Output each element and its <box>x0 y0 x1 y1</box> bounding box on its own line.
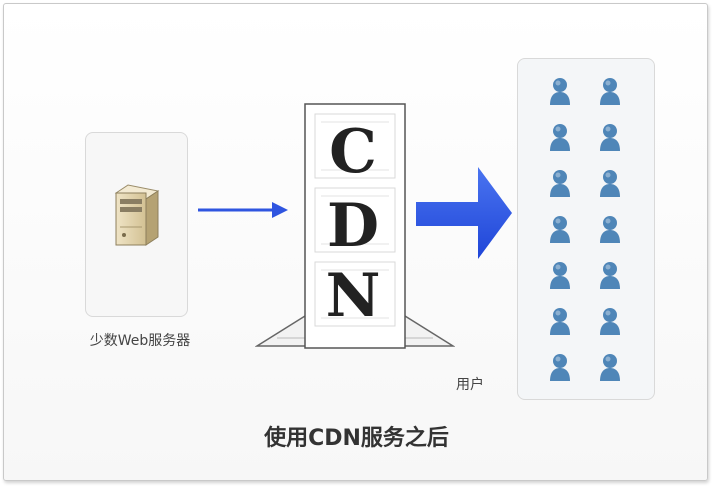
cdn-letter-d: D <box>326 191 380 261</box>
user-icon <box>600 170 620 197</box>
user-icon <box>550 124 570 151</box>
arrow-cdn-to-users <box>416 167 512 259</box>
server-label: 少数Web服务器 <box>89 333 191 349</box>
arrow-server-to-cdn <box>198 202 288 218</box>
cdn-tower <box>255 103 455 349</box>
user-icon <box>550 170 570 197</box>
user-icon <box>550 262 570 289</box>
user-icon <box>550 78 570 105</box>
user-icon <box>550 216 570 243</box>
user-icon <box>600 354 620 381</box>
user-icon <box>600 216 620 243</box>
user-icon <box>600 262 620 289</box>
user-icon <box>550 354 570 381</box>
users-panel <box>517 58 655 400</box>
user-icon <box>600 124 620 151</box>
cdn-letter-c: C <box>329 117 377 187</box>
user-icon <box>550 308 570 335</box>
server-icon <box>114 184 160 246</box>
cdn-letter-n: N <box>325 261 381 331</box>
user-icon <box>600 78 620 105</box>
users-label: 用户 <box>456 377 484 393</box>
diagram-caption: 使用CDN服务之后 <box>264 426 449 451</box>
user-icon <box>600 308 620 335</box>
